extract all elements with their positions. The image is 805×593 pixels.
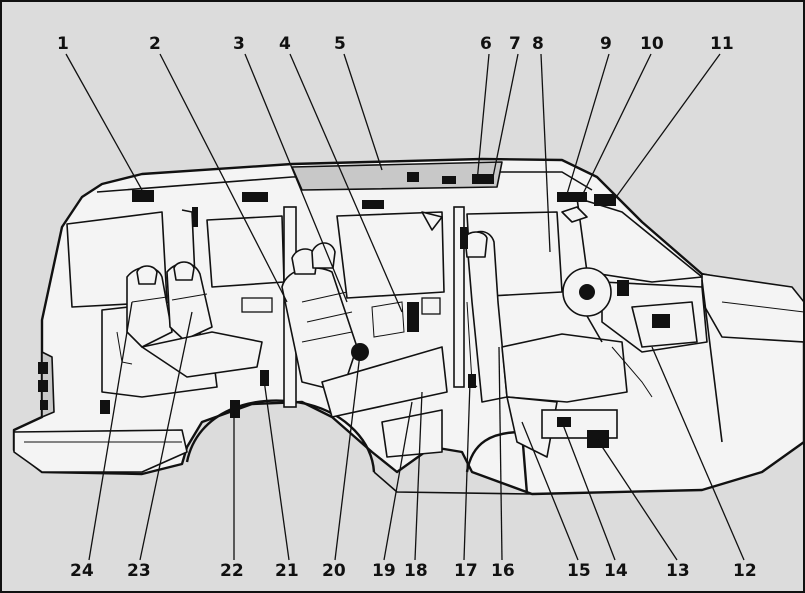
label-23: 23 [127,561,151,581]
tail-lamp-upper [38,362,48,374]
label-5: 5 [334,34,346,54]
interior-mirror [594,194,616,206]
windscreen [576,197,703,283]
label-15: 15 [567,561,591,581]
rear-door-window [336,211,445,299]
jump-headrest-right [173,261,195,281]
rear-compartment [100,261,273,418]
door-sill [373,471,533,495]
seat-belt-anchor-rear [192,207,198,227]
label-9: 9 [600,34,612,54]
seat-slide-handle [557,417,571,427]
jump-headrest-left [136,265,158,285]
seat-adjust-lever [587,430,609,448]
label-21: 21 [275,561,299,581]
dashboard [557,192,708,398]
label-12: 12 [733,561,757,581]
label-3: 3 [233,34,245,54]
coat-hook [421,211,443,231]
rear-quarter-window [206,215,285,288]
gear-lever [611,346,653,398]
roof-fittings [132,172,494,249]
label-8: 8 [532,34,544,54]
sunroof-catch [442,176,456,184]
front-belt-buckle [468,374,476,388]
fuel-filler [230,400,240,418]
label-7: 7 [509,34,521,54]
centre-armrest [351,343,369,361]
b-pillar [453,206,465,388]
label-20: 20 [322,561,346,581]
driver-seat-cushion [501,333,628,403]
label-1: 1 [57,34,69,54]
second-row-headrest-right [311,242,336,269]
label-16: 16 [491,561,515,581]
label-14: 14 [604,561,628,581]
rear-door-pocket [371,301,405,338]
sunroof-handle-right [472,174,494,184]
tail-lamp-lower [38,380,48,392]
label-2: 2 [149,34,161,54]
a-pillar [701,279,723,443]
label-19: 19 [372,561,396,581]
label-4: 4 [279,34,291,54]
callout-labels: 1 2 3 4 5 6 7 8 9 10 11 24 23 22 21 20 1… [57,34,757,581]
steering-hub [579,284,595,300]
label-10: 10 [640,34,664,54]
rear-dome-light [132,190,154,202]
grab-handle-centre [362,200,384,209]
rear-seat-latch [407,302,419,332]
seat-belt-buckle-rear [260,370,269,386]
second-row-headrest-left [291,248,318,275]
rear-speaker [241,297,273,313]
label-13: 13 [666,561,690,581]
rear-bumper [13,429,188,473]
seat-belt-anchor-front [460,227,468,249]
label-18: 18 [404,561,428,581]
label-11: 11 [710,34,734,54]
label-24: 24 [70,561,94,581]
tail-lamp-bottom [40,400,48,410]
front-headrest [464,231,488,258]
rear-door-handle [421,297,441,315]
label-6: 6 [480,34,492,54]
second-row-seat [281,242,448,458]
leader-lines [65,53,745,561]
front-seats [464,230,628,458]
sunroof-handle-left [407,172,419,182]
steering-column [586,315,603,343]
second-row-cushion [321,346,448,418]
map-light [557,192,587,202]
rear-lock [100,400,110,414]
label-22: 22 [220,561,244,581]
instrument-cluster [617,280,629,296]
centre-vent [652,314,670,328]
grab-handle-rear [242,192,268,202]
rear-floor-mat [381,409,443,458]
sun-visor [561,206,588,223]
label-17: 17 [454,561,478,581]
sunroof [291,161,503,191]
rear-wheel-arch [185,399,376,473]
